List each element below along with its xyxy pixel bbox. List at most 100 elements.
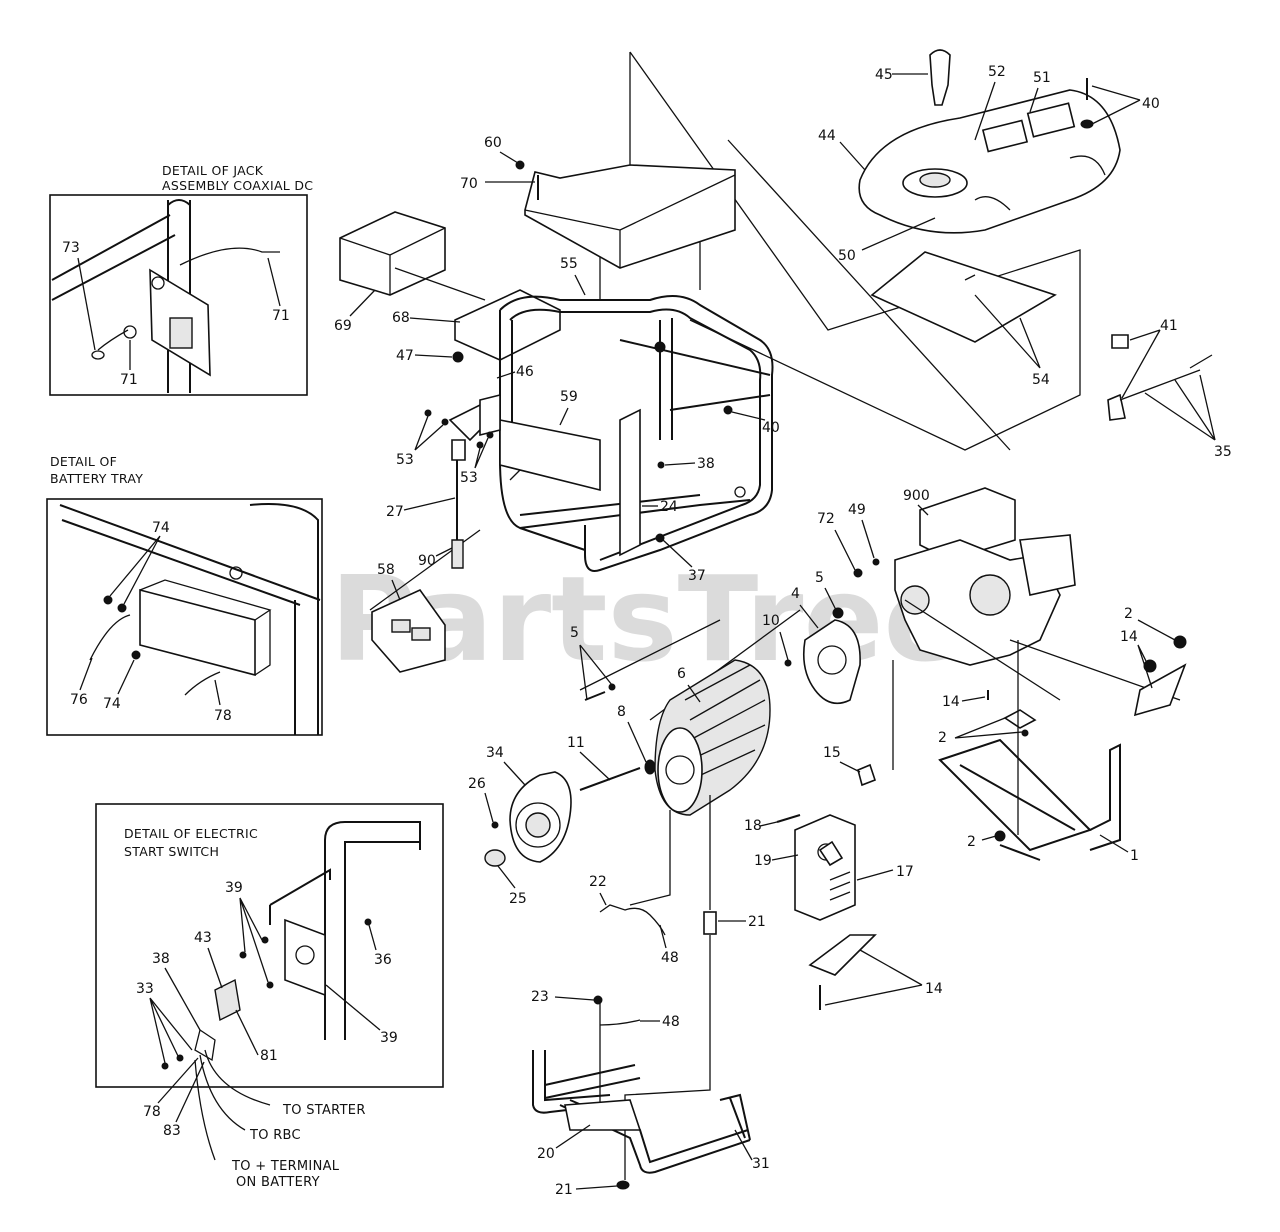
side-panel-icon xyxy=(499,419,601,492)
callout-71-a: 71 xyxy=(120,372,138,388)
switch-plate-icon xyxy=(284,918,326,997)
circuit-breaker-assembly: 53 53 27 90 xyxy=(386,393,501,569)
callout-33: 33 xyxy=(136,981,154,997)
control-panel-housing: 60 70 xyxy=(460,135,736,269)
fuel-tank: 45 52 51 40 44 50 54 xyxy=(818,49,1160,388)
callout-38-b: 38 xyxy=(152,951,170,967)
callout-46: 46 xyxy=(516,364,534,380)
battery-tray-68-icon xyxy=(454,289,561,361)
callout-49: 49 xyxy=(848,502,866,518)
callout-74-a: 74 xyxy=(152,520,170,536)
callout-60: 60 xyxy=(484,135,502,151)
ground-connector-icon xyxy=(703,911,717,935)
detail-switch-title-line2: START SWITCH xyxy=(124,844,219,859)
callout-24: 24 xyxy=(660,499,678,515)
callout-48-b: 48 xyxy=(662,1014,680,1030)
lower-cradle: 20 31 21 xyxy=(532,1050,770,1198)
detail-switch-frame xyxy=(95,803,444,1088)
alternator: 5 4 10 5 6 34 11 8 26 25 xyxy=(468,570,861,907)
callout-44: 44 xyxy=(818,128,836,144)
callout-34: 34 xyxy=(486,745,504,761)
callout-59: 59 xyxy=(560,389,578,405)
callout-81: 81 xyxy=(260,1048,278,1064)
callout-51: 51 xyxy=(1033,70,1051,86)
callout-23: 23 xyxy=(531,989,549,1005)
note-to-starter: TO STARTER xyxy=(282,1103,366,1118)
fuel-tank-icon xyxy=(858,89,1121,234)
mount-bracket-icon xyxy=(1003,709,1037,729)
engine-shroud-icon xyxy=(919,487,1016,561)
callout-90: 90 xyxy=(418,553,436,569)
end-cap-icon xyxy=(484,849,506,867)
callout-40-b: 40 xyxy=(762,420,780,436)
detail-jack-title-line2: ASSEMBLY COAXIAL DC xyxy=(162,178,313,193)
engine-adapter-icon xyxy=(802,619,861,705)
fuel-neck-icon xyxy=(919,172,951,188)
callout-27: 27 xyxy=(386,504,404,520)
detail-battery-frame xyxy=(46,498,323,736)
callout-78-a: 78 xyxy=(214,708,232,724)
start-switch-icon xyxy=(214,978,241,1022)
callout-25: 25 xyxy=(509,891,527,907)
callout-21-b: 21 xyxy=(555,1182,573,1198)
callout-70: 70 xyxy=(460,176,478,192)
callout-6: 6 xyxy=(677,666,686,682)
support-bracket-icon xyxy=(619,408,641,557)
callout-48-a: 48 xyxy=(661,950,679,966)
tank-pad-icon xyxy=(870,251,1057,343)
callout-55: 55 xyxy=(560,256,578,272)
callout-36-a: 36 xyxy=(374,952,392,968)
callout-76: 76 xyxy=(70,692,88,708)
muffler-assembly: 15 18 19 17 14 xyxy=(744,660,943,1010)
callout-22: 22 xyxy=(589,874,607,890)
callout-71-b: 71 xyxy=(272,308,290,324)
callout-53-a: 53 xyxy=(396,452,414,468)
callout-37: 37 xyxy=(688,568,706,584)
note-to-rbc: TO RBC xyxy=(249,1128,301,1143)
detail-battery-title-line2: BATTERY TRAY xyxy=(50,471,143,486)
callout-74-b: 74 xyxy=(103,696,121,712)
callout-58: 58 xyxy=(377,562,395,578)
callout-31: 31 xyxy=(752,1156,770,1172)
callout-11: 11 xyxy=(567,735,585,751)
callout-15: 15 xyxy=(823,745,841,761)
callout-53-b: 53 xyxy=(460,470,478,486)
callout-47: 47 xyxy=(396,348,414,364)
callout-43: 43 xyxy=(194,930,212,946)
callout-14-a: 14 xyxy=(1120,629,1138,645)
muffler-bracket-icon xyxy=(808,934,877,976)
callout-73: 73 xyxy=(62,240,80,256)
callout-69: 69 xyxy=(334,318,352,334)
receptacle-panel: 58 xyxy=(371,562,446,673)
fuel-cap-icon xyxy=(929,49,951,106)
callout-38-a: 38 xyxy=(697,456,715,472)
mount-plate-icon xyxy=(1133,663,1187,717)
callout-14-b: 14 xyxy=(942,694,960,710)
callout-39-b: 39 xyxy=(380,1030,398,1046)
main-frame: 46 59 40 38 24 37 xyxy=(496,295,780,584)
callout-14-c: 14 xyxy=(925,981,943,997)
callout-40-a: 40 xyxy=(1142,96,1160,112)
fuel-valve: 41 35 xyxy=(1107,318,1232,460)
breaker-icon xyxy=(451,439,466,461)
battery-assembly: 69 68 47 55 xyxy=(334,211,586,364)
callout-68: 68 xyxy=(392,310,410,326)
note-to-terminal-line2: ON BATTERY xyxy=(236,1175,320,1190)
battery-icon xyxy=(139,588,256,677)
detail-battery-tray: DETAIL OF BATTERY TRAY 74 76 74 78 xyxy=(46,454,323,736)
panel-housing-icon xyxy=(524,164,736,269)
callout-8: 8 xyxy=(617,704,626,720)
detail-jack-title-line1: DETAIL OF JACK xyxy=(162,163,264,178)
callout-72: 72 xyxy=(817,511,835,527)
air-filter-icon xyxy=(1019,534,1076,596)
callout-18: 18 xyxy=(744,818,762,834)
callout-45: 45 xyxy=(875,67,893,83)
muffler-icon xyxy=(794,814,856,921)
detail-jack-frame xyxy=(49,194,308,396)
note-to-terminal-line1: TO + TERMINAL xyxy=(231,1159,340,1174)
callout-900: 900 xyxy=(903,488,930,504)
engine-cradle: 2 14 14 2 2 1 xyxy=(938,606,1187,864)
callout-2-c: 2 xyxy=(967,834,976,850)
callout-17: 17 xyxy=(896,864,914,880)
